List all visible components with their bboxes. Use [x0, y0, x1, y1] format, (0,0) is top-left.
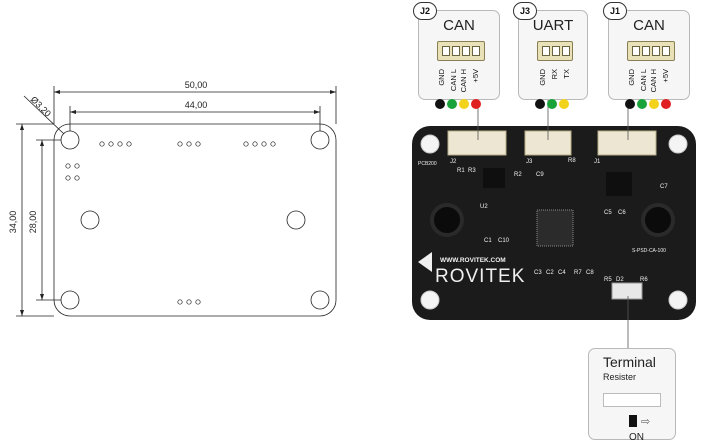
silk-label: R5 — [604, 277, 612, 283]
pin-labels: CAN H — [649, 69, 658, 93]
silk-label: C8 — [586, 270, 594, 276]
pcb-label: PCB200 — [418, 161, 437, 167]
silk-label: U2 — [480, 204, 488, 210]
terminal-state: ON — [629, 432, 644, 443]
silk-label: C9 — [536, 172, 544, 178]
silk-label: R6 — [640, 277, 648, 283]
connector-title: CAN — [443, 17, 475, 34]
callout-j1: J1 CAN GND CAN L CAN H +5V — [603, 2, 690, 109]
sensor-hole — [286, 210, 306, 230]
pin-labels: +5V — [661, 69, 670, 83]
board-model: S-PSD-CA-100 — [632, 248, 666, 254]
callout-j2: J2 CAN GND CAN L CAN H +5V — [413, 2, 500, 109]
silk-label: J3 — [526, 159, 533, 165]
pin-color-dots — [625, 96, 673, 114]
dim-width-holes: 44,00 — [185, 100, 208, 110]
pin-labels: RX — [550, 69, 559, 80]
board-brand: ROVITEK — [435, 266, 525, 287]
connector-icon — [627, 41, 675, 61]
terminal-subtitle: Resister — [603, 372, 637, 382]
sensor-hole — [80, 210, 100, 230]
terminal-title: Terminal — [603, 354, 656, 370]
mount-hole — [60, 290, 80, 310]
connector-tag: J1 — [603, 2, 627, 20]
pin-labels: CAN L — [449, 69, 458, 92]
pcb-board — [412, 126, 696, 320]
silk-label: R8 — [568, 158, 576, 164]
pin-labels: +5V — [471, 69, 480, 83]
callout-terminal: Terminal Resister ⇨ ON — [588, 348, 676, 443]
silk-label: J2 — [450, 159, 457, 165]
pin-color-dots — [535, 96, 571, 114]
dim-height-holes: 28,00 — [28, 211, 38, 234]
silk-label: C1 — [484, 238, 492, 244]
connector-tag: J3 — [513, 2, 537, 20]
silk-label: C5 — [604, 210, 612, 216]
silk-label: C4 — [558, 270, 566, 276]
arrow-right-icon: ⇨ — [641, 416, 651, 428]
switch-knob-icon — [629, 415, 637, 427]
pin-color-dots — [435, 96, 483, 114]
pin-labels: CAN H — [459, 69, 468, 93]
board-outline — [53, 123, 337, 317]
connector-tag: J2 — [413, 2, 437, 20]
switch-icon — [603, 393, 661, 407]
silk-label: C6 — [618, 210, 626, 216]
connector-icon — [537, 41, 573, 61]
connector-title: UART — [532, 17, 574, 34]
pin-labels: GND — [538, 69, 547, 86]
silk-label: R1 — [457, 168, 465, 174]
silk-label: D2 — [616, 277, 624, 283]
callout-j3: J3 UART GND RX TX — [513, 2, 588, 109]
dim-width-total: 50,00 — [185, 80, 208, 90]
connector-icon — [437, 41, 485, 61]
pin-labels: GND — [627, 69, 636, 86]
silk-label: R7 — [574, 270, 582, 276]
pin-labels: GND — [437, 69, 446, 86]
silk-label: C3 — [534, 270, 542, 276]
dim-height-total: 34,00 — [8, 211, 18, 234]
mount-hole — [310, 130, 330, 150]
dim-hole-dia: Ø3,20 — [29, 94, 53, 118]
pin-labels: CAN L — [639, 69, 648, 92]
mount-hole — [310, 290, 330, 310]
silk-label: C7 — [660, 184, 668, 190]
connector-title: CAN — [633, 17, 665, 34]
silk-label: R2 — [514, 172, 522, 178]
silk-label: C2 — [546, 270, 554, 276]
silk-label: R3 — [468, 168, 476, 174]
silk-label: J1 — [594, 159, 601, 165]
silk-label: C10 — [498, 238, 510, 244]
board-url: WWW.ROVITEK.COM — [440, 257, 506, 264]
pin-labels: TX — [562, 69, 571, 79]
